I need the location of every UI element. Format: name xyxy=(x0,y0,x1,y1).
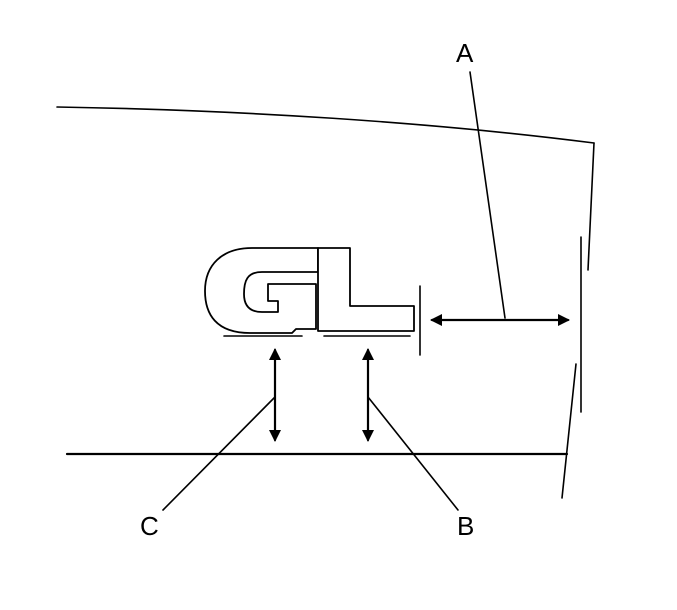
emblem-letter-g xyxy=(204,247,319,334)
callout-label-a: A xyxy=(456,38,474,68)
leader-line-c xyxy=(162,396,276,511)
panel-top-edge xyxy=(56,106,595,144)
callout-label-c: C xyxy=(140,511,159,541)
leader-line-a xyxy=(469,71,506,319)
emblem-letter-l xyxy=(317,247,415,332)
panel-rear-edge-upper xyxy=(587,142,595,271)
panel-rear-edge-lower xyxy=(561,363,577,499)
callout-label-b: B xyxy=(457,511,474,541)
leader-line-b xyxy=(367,396,459,511)
gl-emblem: GL xyxy=(204,247,415,337)
